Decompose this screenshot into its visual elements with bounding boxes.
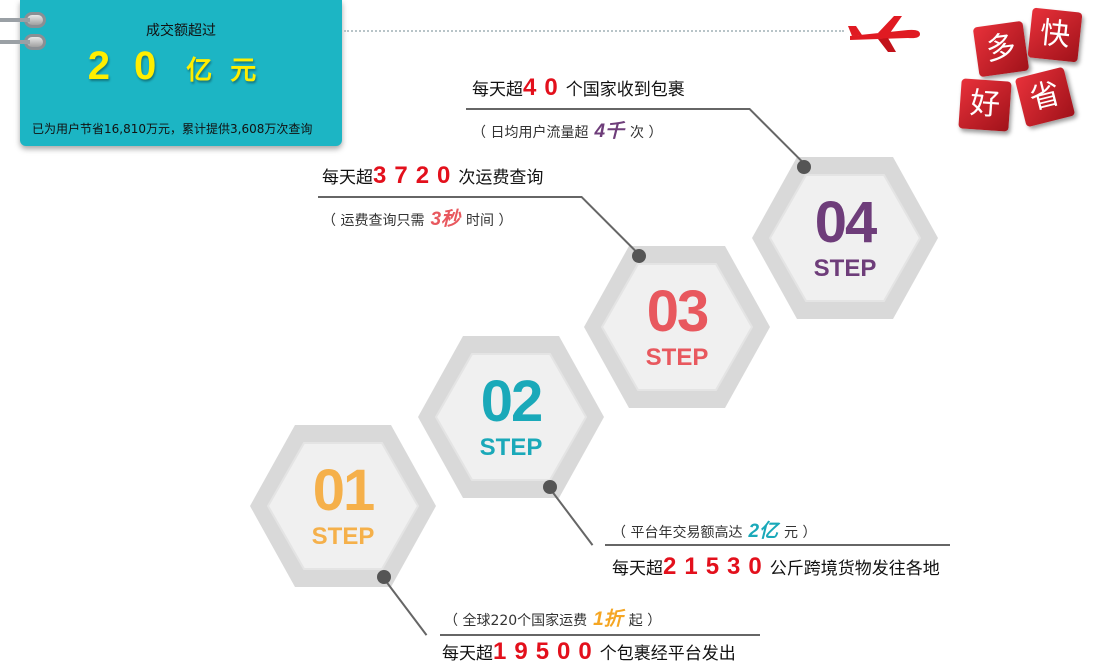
note-prefix: （ 运费查询只需 (322, 213, 425, 229)
step-number: 03 (646, 279, 710, 344)
slogan-cube: 好 (958, 78, 1012, 132)
caption-suffix: 个包裹经平台发出 (599, 644, 736, 664)
caption-value: 3720 (373, 162, 459, 189)
note-suffix: 时间 ） (466, 213, 513, 229)
connector-dot (797, 160, 811, 174)
step-label: STEP (813, 255, 877, 282)
binder-bar (0, 18, 30, 22)
caption-suffix: 次运费查询 (458, 168, 544, 188)
step-hexagon-03: 03 STEP (582, 244, 772, 410)
connector-line (466, 108, 750, 110)
step-03-caption: 每天超3720次运费查询 (322, 162, 543, 190)
step-number: 04 (814, 190, 878, 255)
caption-prefix: 每天超 (442, 644, 493, 664)
note-highlight: 3秒 (430, 209, 461, 230)
note-suffix: 起 ） (628, 613, 662, 629)
step-hexagon-04: 04 STEP (750, 155, 940, 321)
caption-prefix: 每天超 (472, 80, 523, 100)
note-suffix: 次 ） (630, 125, 663, 141)
step-hexagon-01: 01 STEP (248, 423, 438, 589)
binder-bar (0, 40, 30, 44)
note-suffix: 元 ） (784, 525, 817, 541)
step-label: STEP (479, 434, 543, 461)
banner-subtitle: 已为用户节省16,810万元，累计提供3,608万次查询 (32, 122, 313, 136)
note-highlight: 1折 (593, 609, 623, 630)
slogan-cube: 多 (972, 20, 1030, 78)
slogan-cube: 省 (1014, 66, 1076, 128)
caption-value: 40 (523, 74, 566, 101)
slogan-cube: 快 (1027, 7, 1083, 63)
step-number: 02 (480, 369, 544, 434)
connector-dot (543, 480, 557, 494)
connector-line (440, 634, 760, 636)
connector-line (318, 196, 582, 198)
connector-dot (377, 570, 391, 584)
step-03-note: （ 运费查询只需 3秒时间 ） (322, 204, 512, 231)
caption-prefix: 每天超 (322, 168, 373, 188)
step-label: STEP (645, 344, 709, 371)
note-prefix: （ 全球220个国家运费 (444, 613, 588, 629)
banner-amount-value: 20 (87, 44, 181, 88)
dotted-divider (344, 30, 844, 32)
connector-dot (632, 249, 646, 263)
caption-value: 21530 (663, 553, 770, 580)
note-highlight: 4千 (594, 121, 625, 142)
step-02-caption: 每天超21530公斤跨境货物发往各地 (612, 553, 940, 581)
caption-prefix: 每天超 (612, 559, 663, 579)
note-prefix: （ 日均用户流量超 (472, 125, 589, 141)
step-hexagon-02: 02 STEP (416, 334, 606, 500)
step-04-note: （ 日均用户流量超 4千次 ） (472, 116, 662, 143)
step-number: 01 (312, 458, 376, 523)
note-prefix: （ 平台年交易额高达 (612, 525, 743, 541)
step-01-note: （ 全球220个国家运费 1折起 ） (444, 604, 661, 631)
banner-amount-unit: 亿元 (186, 55, 275, 85)
step-label: STEP (311, 523, 375, 550)
step-04-caption: 每天超40个国家收到包裹 (472, 74, 685, 102)
caption-value: 19500 (493, 638, 600, 665)
step-01-caption: 每天超19500个包裹经平台发出 (442, 638, 736, 666)
connector-line (605, 544, 950, 546)
note-highlight: 2亿 (748, 521, 779, 542)
banner-title: 成交额超过 (146, 23, 216, 39)
airplane-icon (848, 16, 920, 52)
caption-suffix: 公斤跨境货物发往各地 (769, 559, 940, 579)
step-02-note: （ 平台年交易额高达 2亿元 ） (612, 516, 816, 543)
caption-suffix: 个国家收到包裹 (565, 80, 685, 100)
